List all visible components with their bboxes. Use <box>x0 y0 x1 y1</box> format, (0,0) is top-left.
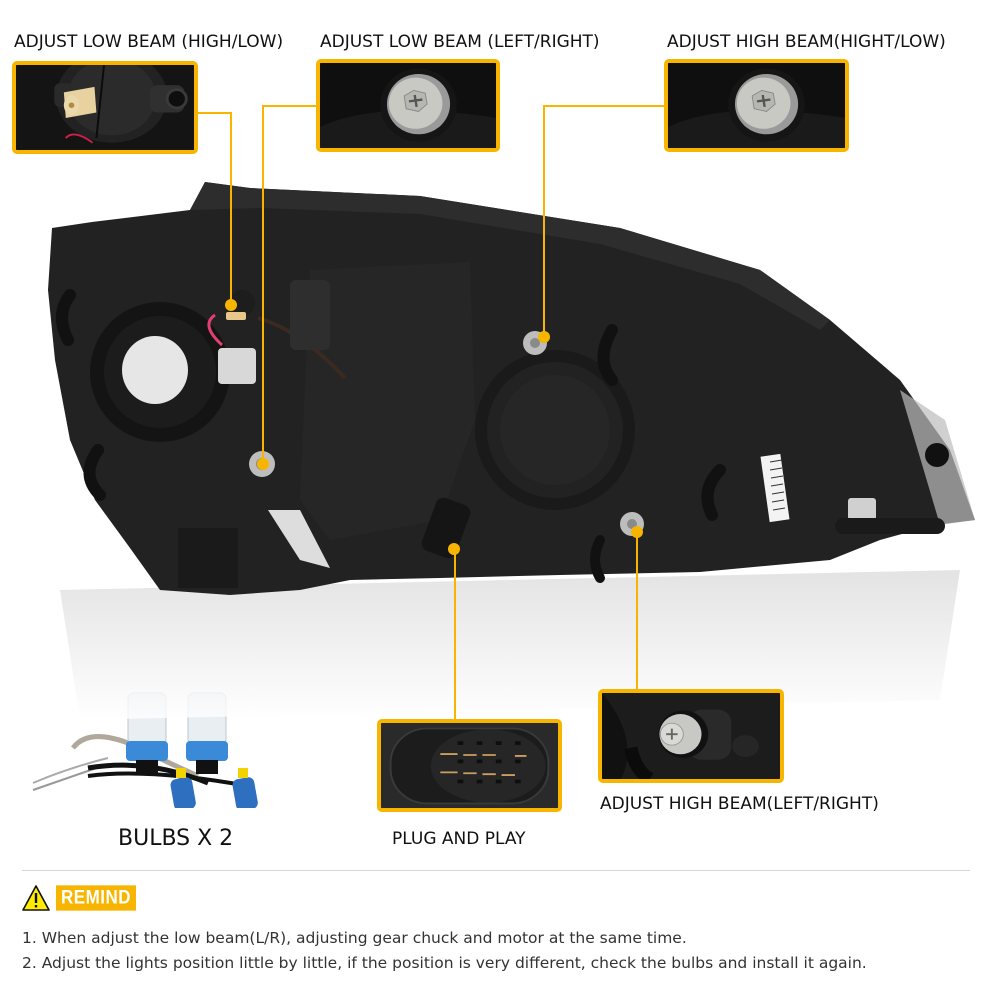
remind-header: REMIND <box>22 884 137 912</box>
hid-bulbs-image <box>28 688 278 811</box>
label-low-beam-high-low: ADJUST LOW BEAM (HIGH/LOW) <box>14 32 284 52</box>
label-high-beam-high-low: ADJUST HIGH BEAM(HIGHT/LOW) <box>667 32 946 52</box>
remind-notes: 1. When adjust the low beam(L/R), adjust… <box>22 926 867 976</box>
warning-triangle-icon <box>22 885 50 911</box>
remind-note-2: 2. Adjust the lights position little by … <box>22 954 867 972</box>
remind-badge: REMIND <box>56 885 137 911</box>
beam-adjuster-motor-image <box>12 61 198 154</box>
label-low-beam-left-right: ADJUST LOW BEAM (LEFT/RIGHT) <box>320 32 600 52</box>
section-divider <box>22 870 970 871</box>
label-bulbs: BULBS X 2 <box>118 826 234 851</box>
headlight-housing-image <box>0 160 1000 720</box>
label-plug-and-play: PLUG AND PLAY <box>392 829 526 849</box>
label-high-beam-left-right: ADJUST HIGH BEAM(LEFT/RIGHT) <box>600 794 879 814</box>
high-beam-lr-gear-screw-image <box>598 689 784 783</box>
connector-plug-image <box>377 719 562 812</box>
high-beam-gear-screw-image <box>664 59 849 152</box>
remind-note-1: 1. When adjust the low beam(L/R), adjust… <box>22 929 687 947</box>
low-beam-gear-screw-image <box>316 59 500 152</box>
